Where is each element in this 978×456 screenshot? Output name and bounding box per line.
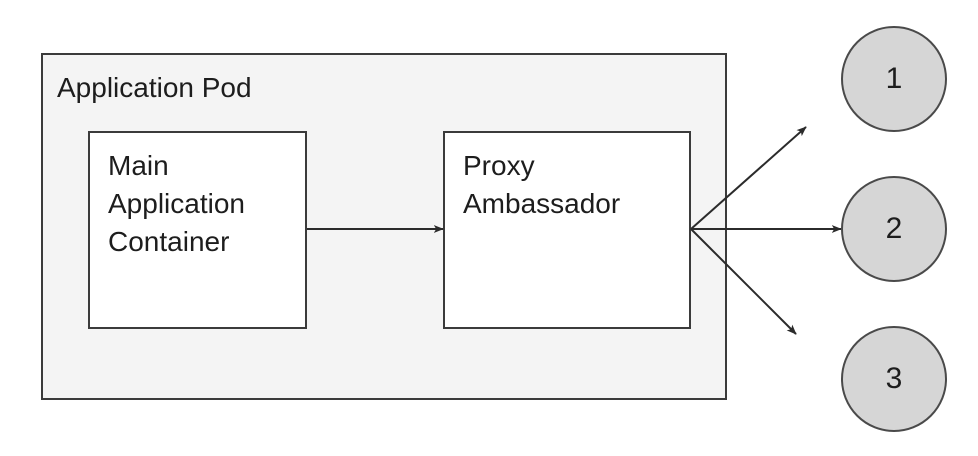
main-application-container-line-2: Application: [108, 188, 245, 219]
endpoint-circle-3-label: 3: [885, 362, 903, 395]
proxy-ambassador-label: Proxy Ambassador: [463, 147, 683, 223]
main-application-container-label: Main Application Container: [108, 147, 299, 261]
endpoint-circle-2-label: 2: [885, 212, 903, 245]
endpoint-circle-1-label: 1: [885, 62, 903, 95]
endpoint-circle-3[interactable]: 3: [841, 326, 947, 432]
proxy-ambassador-line-2: Ambassador: [463, 188, 621, 219]
proxy-ambassador-line-1: Proxy: [463, 150, 535, 181]
endpoint-circle-1[interactable]: 1: [841, 26, 947, 132]
proxy-ambassador-node[interactable]: Proxy Ambassador: [443, 131, 691, 329]
main-application-container-line-3: Container: [108, 226, 230, 257]
endpoint-circle-2[interactable]: 2: [841, 176, 947, 282]
main-application-container-node[interactable]: Main Application Container: [88, 131, 307, 329]
application-pod-label: Application Pod: [57, 72, 252, 103]
main-application-container-line-1: Main: [108, 150, 169, 181]
